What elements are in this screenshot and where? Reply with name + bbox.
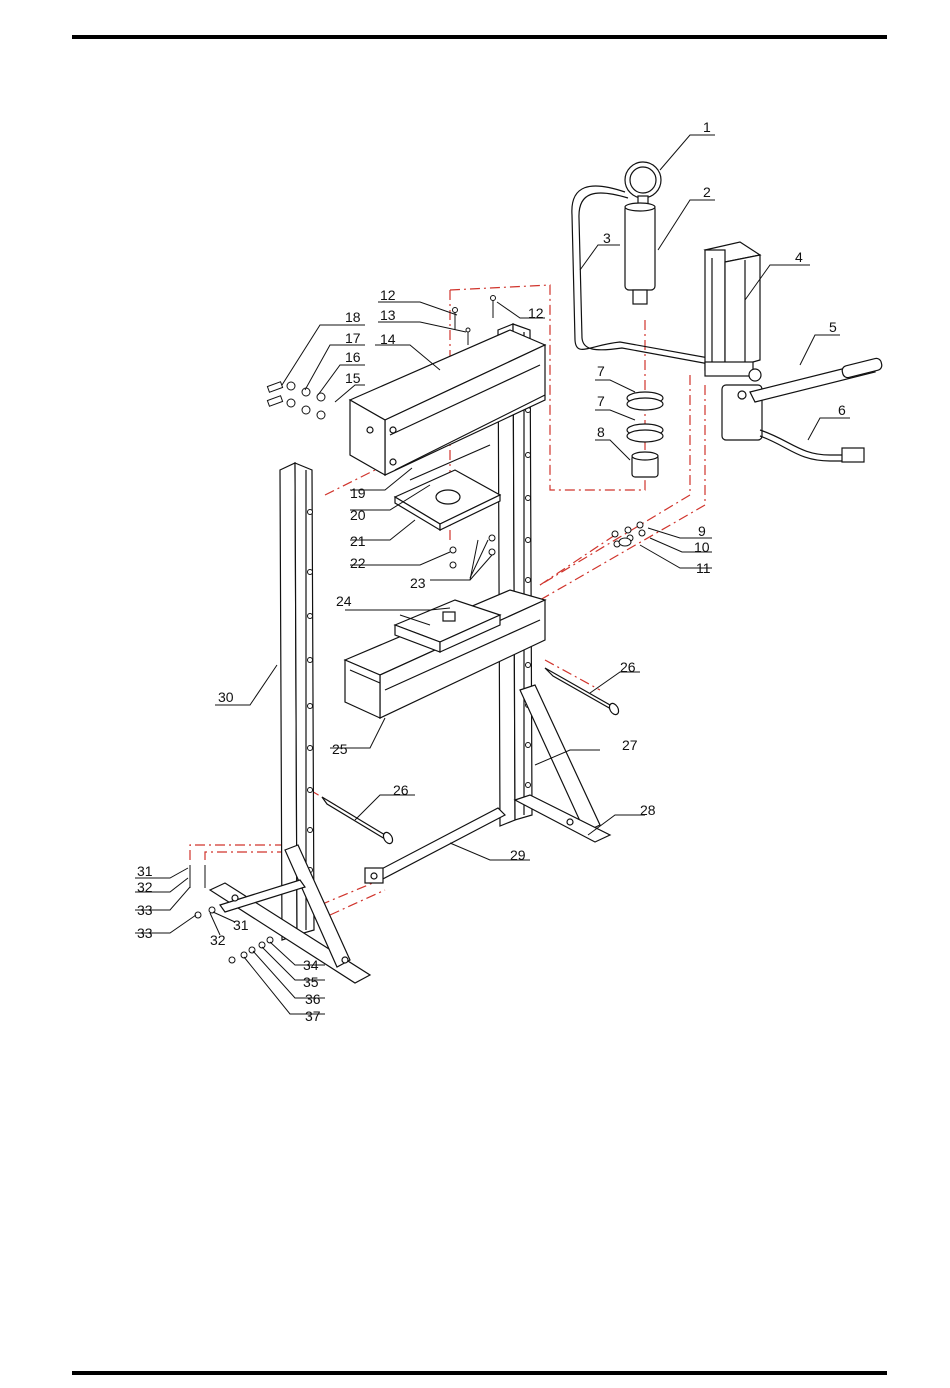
part-label: 6	[838, 402, 846, 418]
part-label: 26	[393, 782, 409, 798]
part-label: 10	[694, 539, 710, 555]
part-label: 22	[350, 555, 366, 571]
gauge-1	[625, 162, 661, 206]
part-label: 5	[829, 319, 837, 335]
part-label: 12	[380, 287, 396, 303]
part-label: 21	[350, 533, 366, 549]
bolts-9-11	[612, 522, 645, 547]
part-label: 8	[597, 424, 605, 440]
part-label: 3	[603, 230, 611, 246]
part-label: 24	[336, 593, 352, 609]
part-label: 7	[597, 393, 605, 409]
part-label: 12	[528, 305, 544, 321]
part-label: 16	[345, 349, 361, 365]
part-label: 18	[345, 309, 361, 325]
part-label: 32	[210, 932, 226, 948]
part-label: 2	[703, 184, 711, 200]
part-label: 27	[622, 737, 638, 753]
part-label: 35	[303, 974, 319, 990]
part-label: 33	[137, 925, 153, 941]
part-label: 11	[696, 560, 711, 576]
top-beam-bolts-15-18	[267, 382, 325, 419]
part-label: 31	[233, 917, 249, 933]
part-label: 33	[137, 902, 153, 918]
part-label: 37	[305, 1008, 321, 1024]
part-label: 20	[350, 507, 366, 523]
part-label: 4	[795, 249, 803, 265]
part-label: 34	[303, 957, 319, 973]
part-label: 7	[597, 363, 605, 379]
part-label: 19	[350, 485, 366, 501]
part-label: 29	[510, 847, 526, 863]
part-label: 13	[380, 307, 396, 323]
hose-6	[760, 430, 864, 462]
part-label: 26	[620, 659, 636, 675]
part-label: 30	[218, 689, 234, 705]
rings-7	[627, 392, 663, 442]
adapter-8	[632, 452, 658, 477]
part-label: 9	[698, 523, 706, 539]
part-label: 25	[332, 741, 348, 757]
part-label: 17	[345, 330, 361, 346]
pump-valve-body	[722, 369, 762, 440]
part-label: 15	[345, 370, 361, 386]
part-label: 14	[380, 331, 396, 347]
part-label: 23	[410, 575, 426, 591]
handle-5	[750, 357, 883, 402]
part-label: 31	[137, 863, 153, 879]
part-label: 32	[137, 879, 153, 895]
bottom-brace-29	[365, 808, 505, 883]
part-label: 28	[640, 802, 656, 818]
part-label: 1	[703, 119, 711, 135]
part-label: 36	[305, 991, 321, 1007]
pump-4	[705, 242, 760, 376]
ram-cylinder-2	[625, 203, 655, 304]
